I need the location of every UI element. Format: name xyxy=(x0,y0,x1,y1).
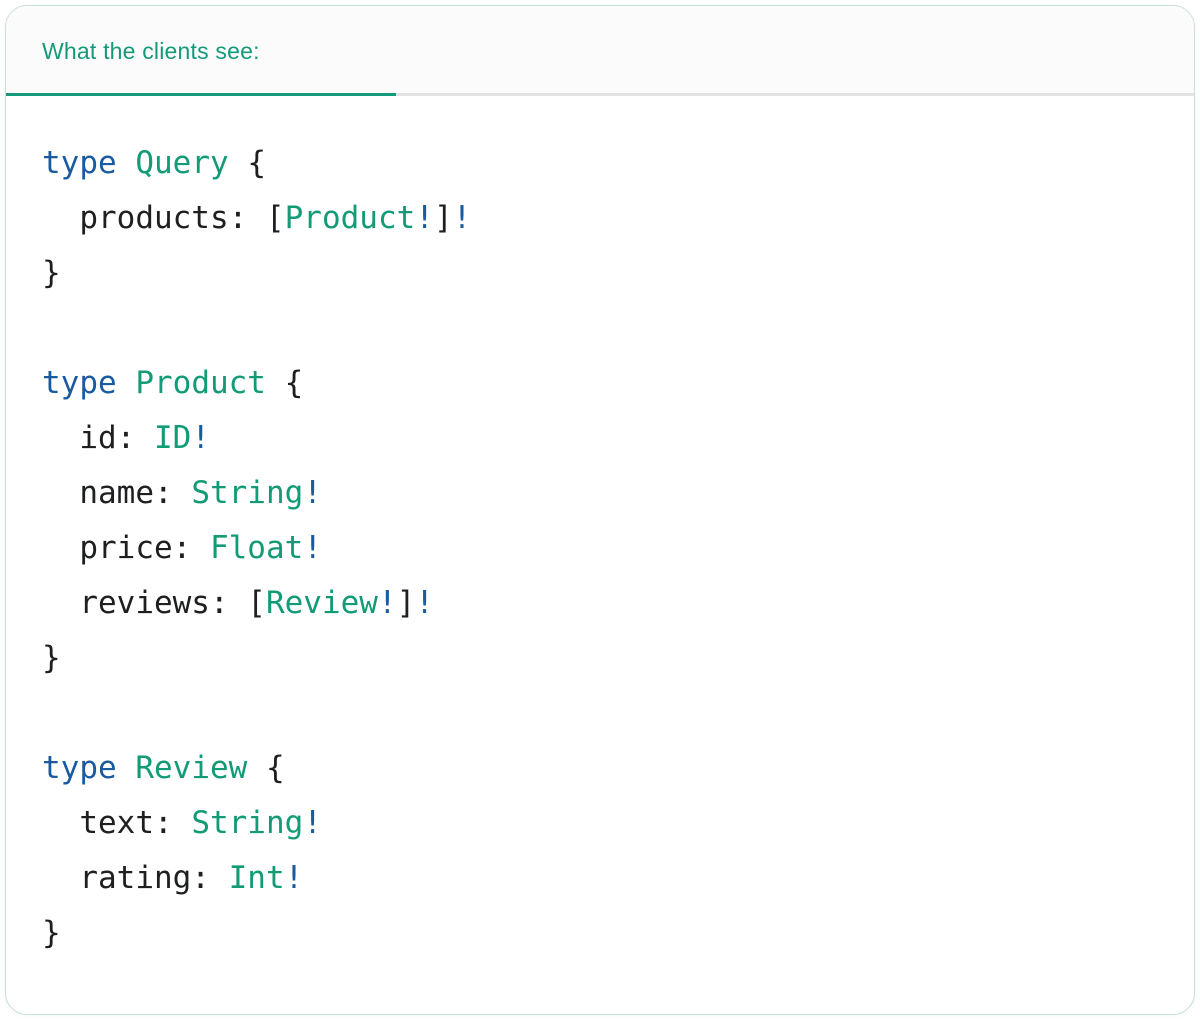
code-line: } xyxy=(42,631,1164,686)
code-line: id: ID! xyxy=(42,411,1164,466)
code-token-plain: reviews: [ xyxy=(42,585,266,621)
code-token-type: String xyxy=(191,475,304,511)
code-line: } xyxy=(42,906,1164,961)
code-token-plain: name: xyxy=(42,475,192,511)
code-token-plain: price: xyxy=(42,530,210,566)
code-token-plain: } xyxy=(42,255,61,291)
code-token-type: Float xyxy=(209,530,304,566)
code-token-type: Product xyxy=(135,365,266,401)
code-token-keyword: ! xyxy=(303,530,322,566)
code-line xyxy=(42,301,1164,356)
code-block: type Query { products: [Product!]!}type … xyxy=(6,96,1194,961)
code-token-keyword: ! xyxy=(303,475,322,511)
code-line: name: String! xyxy=(42,466,1164,521)
code-token-keyword: type xyxy=(42,365,117,401)
code-line: type Query { xyxy=(42,136,1164,191)
code-token-plain: } xyxy=(42,640,61,676)
code-token-plain xyxy=(117,145,136,181)
code-token-plain: id: xyxy=(42,420,154,456)
active-tab-underline xyxy=(6,93,396,96)
code-token-keyword: ! xyxy=(303,805,322,841)
code-line: } xyxy=(42,246,1164,301)
tab-what-the-clients-see[interactable]: What the clients see: xyxy=(6,6,396,96)
header-divider xyxy=(6,93,1194,96)
schema-code-panel: What the clients see: type Query { produ… xyxy=(5,5,1195,1015)
code-token-keyword: ! xyxy=(377,585,397,621)
tab-label: What the clients see: xyxy=(42,37,260,64)
code-line: rating: Int! xyxy=(42,851,1164,906)
code-token-keyword: ! xyxy=(415,585,434,621)
code-line: reviews: [Review!]! xyxy=(42,576,1164,631)
code-token-keyword: ! xyxy=(191,420,210,456)
code-token-plain: text: xyxy=(42,805,192,841)
code-token-plain: { xyxy=(247,750,285,786)
code-token-plain: { xyxy=(265,365,304,401)
code-line: text: String! xyxy=(42,796,1164,851)
code-token-keyword: type xyxy=(42,145,117,181)
code-token-keyword: ! xyxy=(452,200,472,236)
code-token-type: ID xyxy=(153,420,192,456)
code-token-plain: rating: xyxy=(42,860,229,896)
code-token-plain xyxy=(117,365,136,401)
code-token-plain: } xyxy=(42,915,61,951)
code-token-type: Int xyxy=(228,860,285,896)
code-token-type: Review xyxy=(265,585,378,621)
tabs-header: What the clients see: xyxy=(6,6,1194,96)
code-line: products: [Product!]! xyxy=(42,191,1164,246)
code-token-type: Product xyxy=(284,200,416,236)
code-token-type: Query xyxy=(135,145,229,181)
code-token-plain xyxy=(117,750,136,786)
code-line xyxy=(42,686,1164,741)
code-line: price: Float! xyxy=(42,521,1164,576)
code-token-keyword: ! xyxy=(284,860,304,896)
code-token-keyword: type xyxy=(42,750,117,786)
code-line: type Review { xyxy=(42,741,1164,796)
code-token-type: Review xyxy=(135,750,248,786)
code-token-plain: ] xyxy=(396,585,416,621)
code-token-plain: products: [ xyxy=(42,200,285,236)
code-token-keyword: ! xyxy=(415,200,434,236)
code-line: type Product { xyxy=(42,356,1164,411)
code-token-plain: { xyxy=(228,145,266,181)
code-token-plain: ] xyxy=(433,200,453,236)
code-token-type: String xyxy=(191,805,304,841)
